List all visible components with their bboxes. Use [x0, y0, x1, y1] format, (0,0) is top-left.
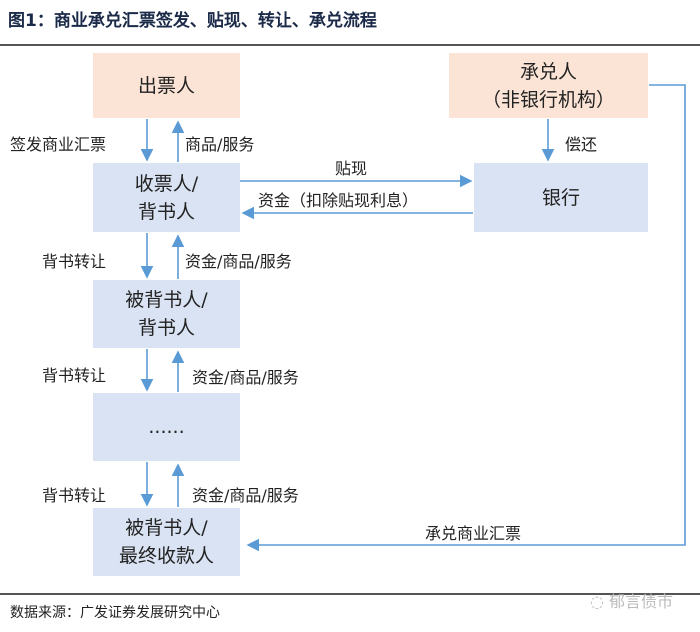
node-ellipsis-label: ......	[148, 416, 185, 438]
label-endorse1: 背书转让	[42, 252, 107, 271]
node-endorsee-label: 被背书人/	[125, 289, 208, 311]
label-endorse2: 背书转让	[42, 366, 107, 385]
node-drawer-label: 出票人	[137, 74, 195, 97]
label-issue: 签发商业汇票	[10, 135, 107, 154]
source-note: 数据来源：广发证券发展研究中心	[10, 605, 220, 621]
node-endorsee-sublabel: 背书人	[137, 317, 195, 339]
node-payee-sublabel: 背书人	[137, 200, 195, 223]
figure-title: 图1：商业承兑汇票签发、贴现、转让、承兑流程	[8, 11, 377, 31]
node-acceptor: 承兑人 （非银行机构）	[449, 53, 648, 118]
label-accept: 承兑商业汇票	[425, 524, 522, 543]
node-bank: 银行	[474, 163, 648, 232]
node-ellipsis: ......	[93, 393, 240, 461]
node-final-sublabel: 最终收款人	[118, 545, 214, 567]
node-payee: 收票人/背书人	[93, 163, 240, 232]
footer-divider	[0, 593, 700, 595]
label-goods1: 商品/服务	[185, 135, 255, 154]
node-payee-label: 收票人/	[134, 172, 199, 195]
node-drawer: 出票人	[93, 53, 240, 118]
label-discount: 贴现	[335, 159, 368, 178]
watermark-text: 郁言债市	[609, 592, 674, 611]
wechat-icon: ◌	[590, 592, 610, 611]
arrow-accept	[246, 84, 686, 552]
title-divider	[0, 44, 700, 46]
label-goods4: 资金/商品/服务	[192, 486, 299, 505]
label-funds-discount: 资金（扣除贴现利息）	[258, 191, 419, 210]
label-goods3: 资金/商品/服务	[192, 368, 299, 387]
node-endorsee: 被背书人/背书人	[93, 280, 240, 348]
node-final-payee: 被背书人/最终收款人	[93, 508, 240, 576]
label-goods2: 资金/商品/服务	[185, 252, 292, 271]
node-bank-label: 银行	[541, 186, 580, 209]
node-final-label: 被背书人/	[125, 517, 208, 539]
node-acceptor-sublabel: （非银行机构）	[481, 88, 615, 111]
label-endorse3: 背书转让	[42, 486, 107, 505]
watermark: ◌ 郁言债市	[590, 588, 673, 612]
node-acceptor-label: 承兑人	[519, 60, 577, 83]
label-repay: 偿还	[565, 135, 598, 154]
